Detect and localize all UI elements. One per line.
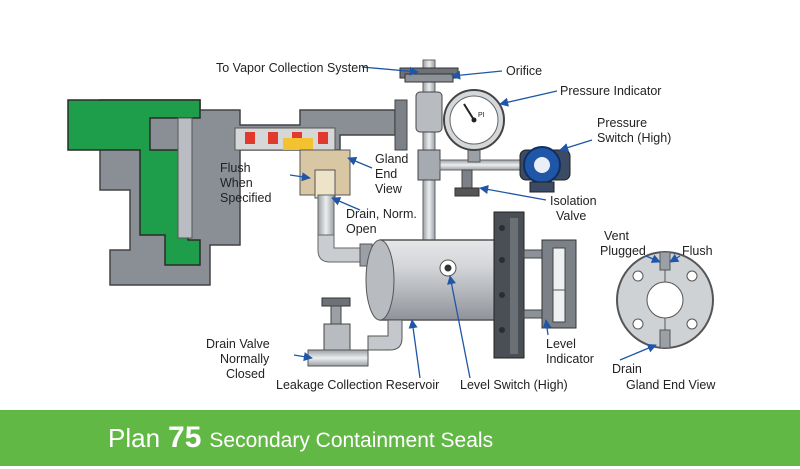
drain-piping: [317, 194, 373, 267]
label-gland-end-view: Gland End View: [626, 378, 716, 392]
label-vent: Vent: [604, 229, 630, 243]
label-leakage-reservoir: Leakage Collection Reservoir: [276, 378, 439, 392]
label-plugged: Plugged: [600, 244, 646, 258]
label-flush-2: When: [220, 176, 253, 190]
label-drain-norm-1: Drain, Norm.: [346, 207, 417, 221]
plan-title: Secondary Containment Seals: [209, 429, 494, 452]
plan75-diagram: PI: [67, 59, 716, 392]
pi-tag-label: PI: [478, 112, 485, 119]
label-to-vapor: To Vapor Collection System: [216, 61, 369, 75]
label-flush-1: Flush: [220, 161, 251, 175]
label-drain-valve-2: Normally: [220, 352, 270, 366]
gland-end-view: [616, 251, 714, 349]
label-pressure-indicator: Pressure Indicator: [560, 84, 661, 98]
label-drain-norm-2: Open: [346, 222, 377, 236]
pressure-switch: [519, 146, 571, 193]
label-isolation-1: Isolation: [550, 194, 597, 208]
label-level-switch: Level Switch (High): [460, 378, 568, 392]
label-orifice: Orifice: [506, 64, 542, 78]
drain-valve: [307, 297, 403, 367]
label-isolation-2: Valve: [556, 209, 586, 223]
label-gland-3: View: [375, 182, 403, 196]
callout-leaders: [289, 66, 681, 379]
leakage-reservoir-tank: [365, 211, 525, 359]
label-gland-1: Gland: [375, 152, 408, 166]
label-flush-3: Specified: [220, 191, 271, 205]
label-level-indicator-1: Level: [546, 337, 576, 351]
plan-word: Plan: [108, 423, 161, 453]
label-level-indicator-2: Indicator: [546, 352, 594, 366]
label-drain-right: Drain: [612, 362, 642, 376]
footer-banner: Plan 75 Secondary Containment Seals: [0, 410, 800, 466]
label-gland-2: End: [375, 167, 397, 181]
seal-housing: [67, 99, 408, 286]
label-pressure-switch-2: Switch (High): [597, 131, 671, 145]
label-pressure-switch-1: Pressure: [597, 116, 647, 130]
label-drain-valve-3: Closed: [226, 367, 265, 381]
pressure-indicator: [443, 89, 505, 163]
plan-number: 75: [168, 421, 202, 454]
label-drain-valve-1: Drain Valve: [206, 337, 270, 351]
label-flush-right: Flush: [682, 244, 713, 258]
vent-piping: [399, 59, 521, 246]
level-indicator: [523, 239, 577, 329]
